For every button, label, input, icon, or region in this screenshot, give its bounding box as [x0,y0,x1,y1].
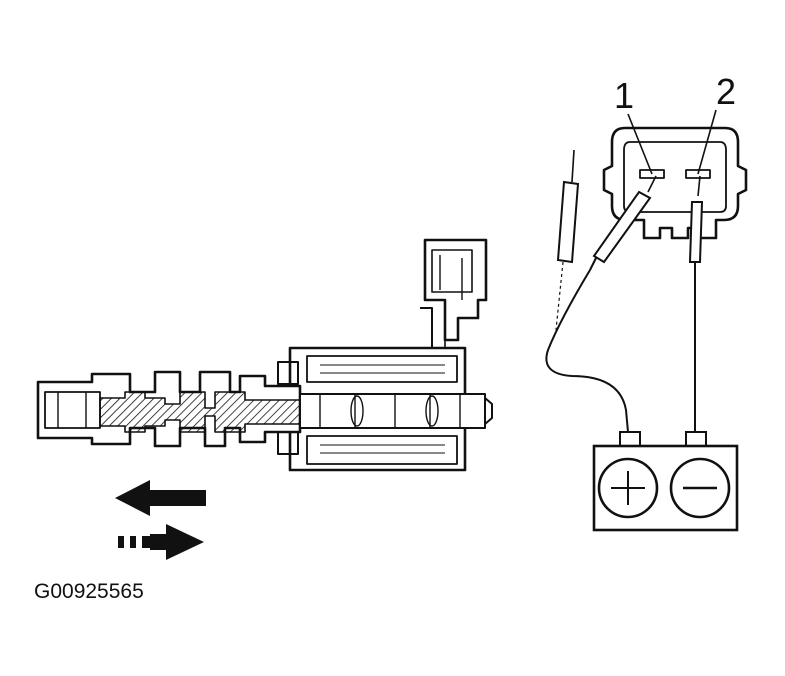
valve-connector [418,238,488,356]
terminal-2-leader [697,109,717,175]
probe-positive [589,175,657,271]
terminal-2-label: 2 [716,71,736,112]
lead-positive [545,269,629,433]
terminal-1-label: 1 [614,75,634,116]
terminal-1-pin [639,169,665,179]
plunger [299,393,493,429]
probe-negative [688,175,704,276]
oil-control-valve [36,238,493,472]
terminal-2-pin [685,169,711,179]
terminal-1-leader [627,113,653,175]
battery [592,431,739,532]
arrow-dashed-right [118,524,204,560]
figure-code: G00925565 [34,580,144,603]
arrow-solid-left [115,480,206,516]
probe-spare [555,149,580,331]
